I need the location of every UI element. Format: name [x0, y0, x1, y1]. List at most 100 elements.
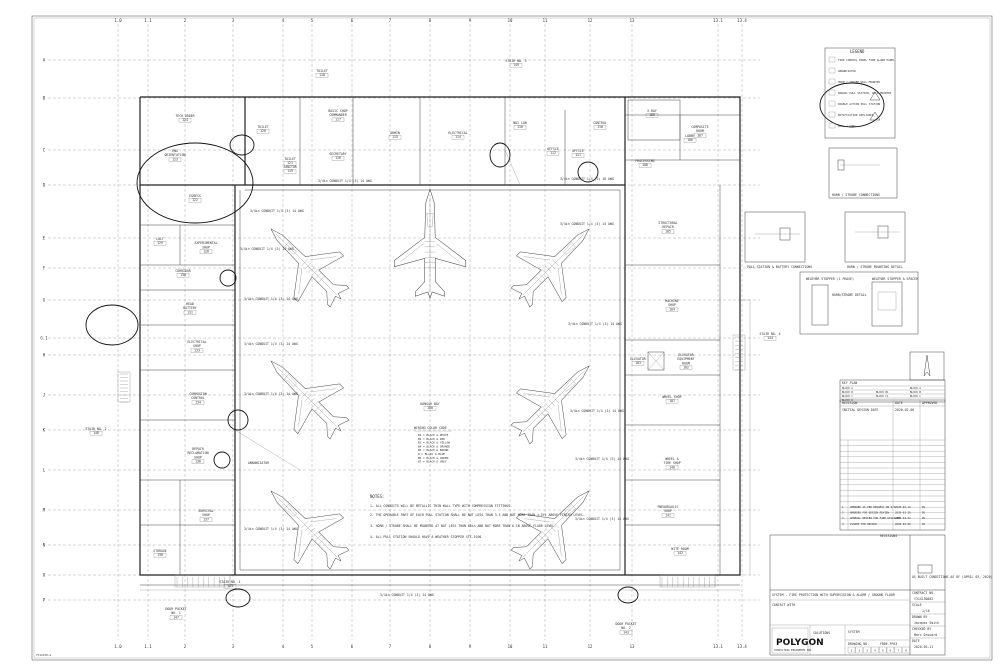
revision-number: 2	[842, 511, 844, 515]
revision-approved: DS	[922, 511, 926, 515]
room-number: 122	[192, 198, 198, 202]
legend-symbol-icon	[828, 56, 836, 63]
grid-column-label: 8	[429, 18, 432, 23]
room-number-box	[223, 584, 237, 589]
grid-row-label: B	[43, 96, 46, 101]
key-plan-header: KEY PLAN	[842, 381, 857, 385]
room-name: EQUIPMENT	[677, 357, 694, 361]
detail-box-weather-stopper	[799, 271, 919, 335]
key-plan-cell: BLOCK B1	[876, 390, 889, 394]
room-name: ENG	[172, 149, 178, 153]
revision-description: ISSUED FOR REVIEW	[850, 522, 877, 526]
aircraft-detail	[307, 397, 315, 405]
room-number-box	[693, 133, 707, 138]
room-name: ELECTRICAL	[187, 340, 206, 344]
revision-approved: DS	[922, 522, 926, 526]
detail-device	[837, 159, 845, 171]
grid-column-label: 5	[311, 644, 314, 649]
room-number: 118	[319, 73, 325, 77]
legend-title: LEGEND	[850, 49, 865, 54]
aircraft-detail	[523, 256, 551, 261]
sheet-border	[31, 15, 993, 661]
conduit-callout: 3/4in CONDUIT 1/4 (3) 14 AWG	[244, 297, 298, 301]
detail-label: HORN / STROBE CONNECTIONS	[832, 193, 880, 197]
revision-cloud	[213, 451, 231, 469]
aircraft-outline	[270, 360, 350, 440]
legend-item: NOTIFICATION APPLIANCE	[838, 113, 874, 117]
aircraft-outline	[510, 228, 590, 308]
xray-room-wall	[627, 99, 681, 141]
aircraft-detail	[314, 272, 322, 280]
grid-column-label: 7	[389, 18, 392, 23]
room-labels: TECH ORDER124TOILET118TOILET120TOILET121…	[85, 59, 781, 635]
aircraft-canopy	[563, 379, 576, 392]
grid-column-label: 13.4	[737, 644, 747, 649]
room-number-box	[188, 198, 202, 203]
contract-label: CONTRACT NO.	[912, 591, 935, 595]
aircraft-detail	[545, 402, 553, 410]
annunciator-callout: ANNUNCIATOR	[248, 461, 269, 465]
sheet-index-number: 3	[866, 649, 868, 653]
room-name: TOILET	[284, 157, 296, 161]
room-name: ORIENTATION	[164, 153, 185, 157]
room-number-box	[190, 348, 204, 353]
revision-cloud	[577, 161, 599, 183]
scale-label: SCALE	[912, 603, 922, 607]
room-name: EXPERIMENTAL	[194, 241, 217, 245]
company-name: SOLUTIONS	[813, 631, 830, 635]
revision-grid	[840, 400, 945, 530]
room-number: 130	[180, 273, 186, 277]
room-number: 134	[195, 400, 201, 404]
revision-row-date: 2020-02-06	[895, 408, 914, 412]
room-number: 142	[677, 551, 683, 555]
room-number: 104	[669, 307, 675, 311]
room-name: ROOM	[696, 129, 704, 133]
room-name: LOBBY	[685, 134, 695, 138]
wiring-item: B7 = BLACK & GREY	[418, 460, 447, 464]
date-value: 2020-03-11	[914, 645, 933, 649]
sheet-index-number: 5	[882, 649, 884, 653]
aircraft-detail	[311, 531, 319, 539]
room-number: 143	[623, 630, 629, 634]
room-name: ADMIN	[390, 131, 400, 135]
grid-row-label: O	[43, 573, 46, 578]
room-number-box	[191, 400, 205, 405]
legend-symbol-icon	[828, 111, 836, 118]
grid-column-label: 13.4	[737, 18, 747, 23]
room-name: HEAD	[186, 302, 194, 306]
room-number: 114	[455, 135, 461, 139]
conduit-callout: 3/4in CONDUIT 1/4 (3) 18 AWG	[560, 177, 614, 181]
aircraft-detail	[538, 272, 546, 280]
aircraft-detail	[557, 404, 562, 432]
grid-column-label: 1.1	[144, 18, 152, 23]
revision-approved: DS	[922, 505, 926, 509]
legend-item: MANUAL PULL STATION, WALL-MOUNTED	[838, 91, 892, 95]
legend-symbol-icon	[828, 67, 836, 74]
room-number-box	[191, 459, 205, 464]
elevator-shaft	[647, 351, 665, 371]
room-name: MACHINE	[665, 299, 679, 303]
room-name: SECRETARY	[329, 152, 346, 156]
room-number-box	[423, 406, 437, 411]
room-number: 110	[517, 125, 523, 129]
conduit-callout: 3/4in CONDUIT 1/4 (3) 14 AWG	[244, 527, 298, 531]
legend-item: HORN / STROBE WALL-MOUNTED	[838, 80, 880, 84]
room-name: TECH ORDER	[175, 114, 194, 118]
drawing-number-label: DRAWING NO.	[848, 642, 869, 646]
revision-date: 2020-03-02	[895, 516, 911, 520]
sheet-index-number: 1	[851, 649, 853, 653]
grid-row-label: C	[43, 148, 46, 153]
weather-stopper-window	[877, 291, 897, 311]
room-number: 147	[173, 615, 179, 619]
aircraft-detail	[541, 531, 549, 539]
legend-block: LEGEND FIRE CONTROL PANEL FIRE ALARM PAN…	[824, 47, 896, 139]
room-number: 115	[392, 135, 398, 139]
room-number: 141	[665, 513, 671, 517]
room-name: SHOP	[194, 455, 202, 459]
